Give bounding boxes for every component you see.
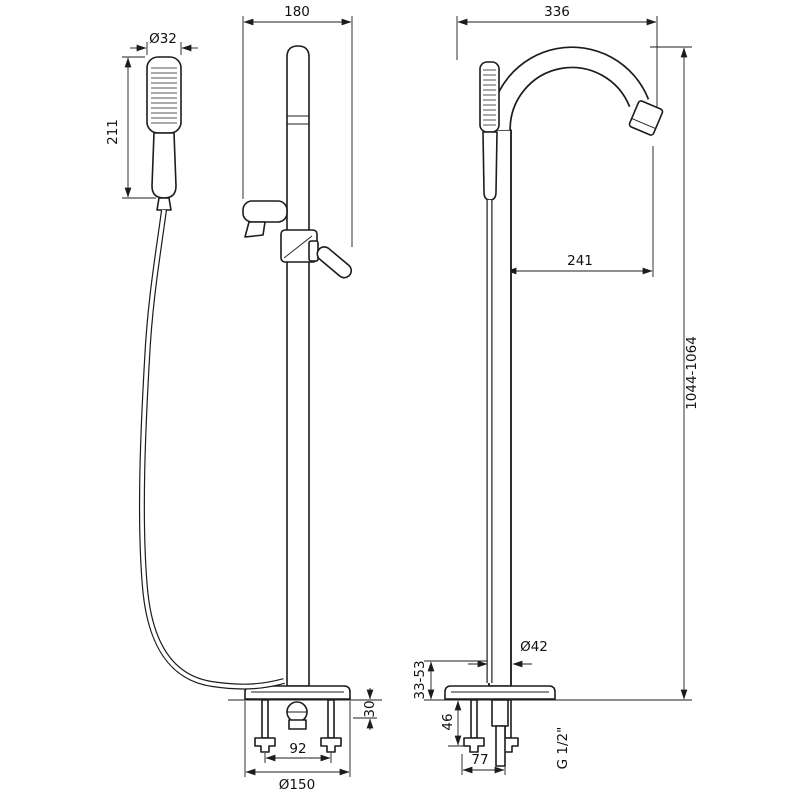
dim-base-diameter-label: Ø150 (279, 777, 315, 793)
supply-block (491, 699, 509, 727)
dim-floor-adjust-label: 33-53 (412, 660, 428, 699)
side-view (444, 46, 664, 767)
handshower-head-side (479, 61, 500, 133)
hose-connector (156, 197, 172, 211)
supply-fitting (288, 719, 307, 730)
connection-pipe (495, 725, 506, 767)
dim-spout-reach-label: 241 (567, 253, 593, 269)
front-view (138, 45, 353, 753)
holder-hose-cone (244, 221, 266, 238)
spray-face-hatch (151, 67, 177, 124)
dim-total-height-label: 1044-1064 (684, 336, 700, 410)
mounting-foot (320, 737, 342, 753)
spout-aerator (628, 100, 664, 136)
shower-hose (138, 209, 285, 690)
mounting-stud (327, 699, 335, 739)
handshower-handle-side (482, 131, 498, 201)
dim-connection-thread-label: G 1/2" (555, 727, 571, 770)
lever-pivot (308, 240, 319, 262)
dim-base-height-label: 30 (362, 700, 378, 717)
mounting-foot-side (463, 737, 485, 753)
mounting-stud-side (470, 699, 478, 739)
mounting-foot (254, 737, 276, 753)
dimension-lines (122, 16, 692, 777)
mounting-stud (261, 699, 269, 739)
dim-front-width-label: 180 (284, 4, 310, 20)
dim-under-floor-label: 46 (440, 713, 456, 730)
spray-face-hatch-side (483, 69, 496, 126)
dim-side-depth-label: 336 (544, 4, 570, 20)
dim-bottom-spacing-label: 77 (471, 752, 488, 768)
dim-bolt-spacing-label: 92 (289, 741, 306, 757)
dim-column-diameter-label: Ø42 (520, 639, 548, 655)
mixer-lever-handle (316, 246, 353, 279)
base-flange-side (444, 685, 556, 700)
dim-handshower-length-label: 211 (105, 119, 121, 145)
riser-column-front (286, 45, 310, 687)
handshower-handle-front (151, 132, 177, 199)
dimension-labels: Ø32 211 180 30 92 Ø150 336 241 1044-1064… (105, 4, 700, 793)
dim-handshower-diameter-label: Ø32 (149, 31, 177, 47)
handshower-holder (242, 200, 288, 223)
